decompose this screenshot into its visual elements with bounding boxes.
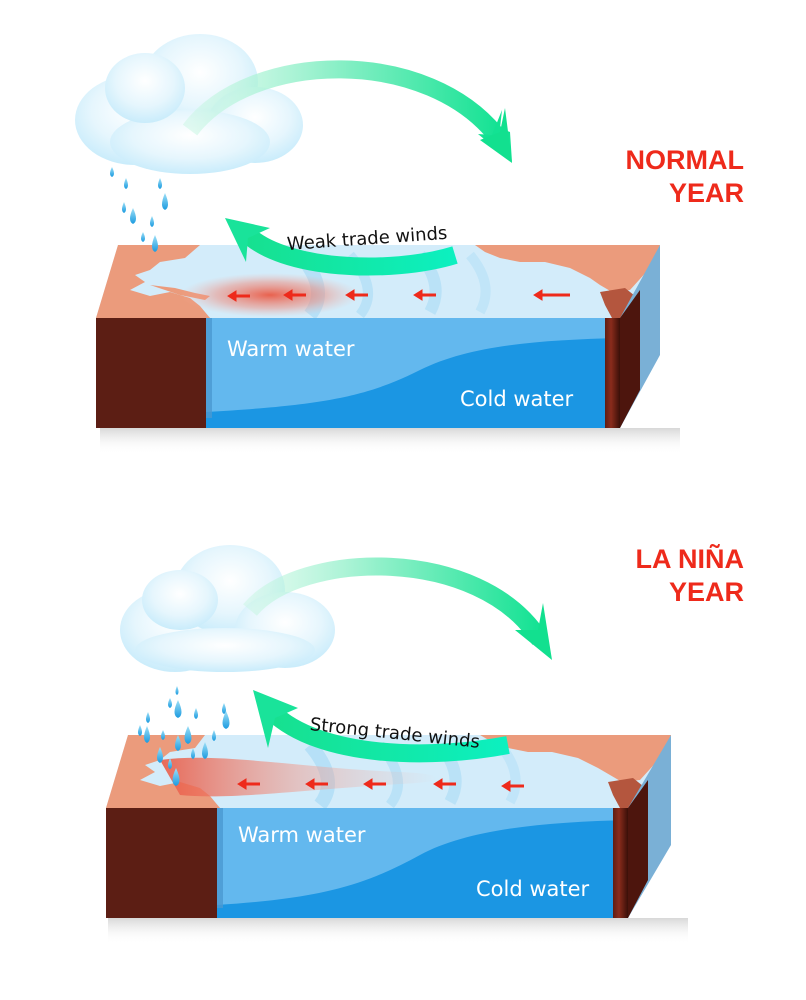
earth-west bbox=[106, 808, 217, 918]
arrow-head-fill bbox=[480, 108, 512, 163]
land-east bbox=[475, 245, 660, 292]
current-arrow-icon bbox=[237, 778, 260, 790]
title-line-1: NORMAL bbox=[625, 145, 744, 175]
panel-la-nina-year: LA NIÑA YEAR Strong trade winds Warm wat… bbox=[0, 490, 806, 1000]
current-arrow-icon bbox=[227, 290, 250, 302]
earth-east-side bbox=[620, 290, 640, 428]
upper-air-return-arrow bbox=[182, 60, 508, 146]
glass-edge bbox=[217, 808, 223, 908]
surface-current-arrows bbox=[227, 289, 570, 302]
panel-title: LA NIÑA YEAR bbox=[636, 543, 745, 609]
current-arrow-icon bbox=[533, 289, 570, 301]
trade-wind-arrow-head-icon bbox=[253, 690, 298, 748]
land-west bbox=[96, 245, 210, 318]
current-arrow-icon bbox=[501, 780, 524, 792]
title-line-2: YEAR bbox=[668, 178, 744, 208]
warm-water-label: Warm water bbox=[238, 823, 366, 847]
cold-water-label: Cold water bbox=[476, 877, 590, 901]
title-line-1: LA NIÑA bbox=[635, 544, 745, 574]
cloud-icon bbox=[75, 34, 303, 174]
la-nina-year-illustration bbox=[106, 545, 688, 944]
rain-drops bbox=[138, 686, 230, 786]
trade-wind-arrow bbox=[265, 705, 510, 763]
current-arrow-icon bbox=[345, 289, 368, 301]
warm-water-label: Warm water bbox=[227, 337, 355, 361]
warm-pool bbox=[160, 757, 438, 797]
trade-wind-arrow-head-icon bbox=[225, 218, 270, 262]
earth-east-side bbox=[628, 780, 648, 918]
current-arrow-icon bbox=[283, 289, 306, 301]
title-line-2: YEAR bbox=[668, 577, 744, 607]
arrow-head-icon bbox=[515, 603, 552, 660]
panel-title: NORMAL YEAR bbox=[626, 144, 744, 210]
earth-east bbox=[605, 318, 620, 428]
warm-water-layer bbox=[206, 318, 620, 412]
warm-pool bbox=[180, 273, 360, 317]
normal-year-illustration bbox=[75, 34, 680, 454]
glass-edge bbox=[206, 318, 212, 418]
upper-air-return-arrow bbox=[243, 557, 548, 646]
cloud-icon bbox=[120, 545, 335, 672]
earth-west bbox=[96, 318, 206, 428]
land-east bbox=[480, 735, 671, 782]
block-shadow bbox=[108, 918, 688, 944]
current-arrow-icon bbox=[305, 778, 328, 790]
block-shadow bbox=[100, 428, 680, 454]
current-arrow-icon bbox=[363, 778, 386, 790]
earth-east bbox=[613, 808, 628, 918]
current-arrow-icon bbox=[413, 289, 436, 301]
trade-wind-arrow bbox=[238, 225, 458, 276]
rain-drops bbox=[110, 167, 168, 252]
warm-water-layer bbox=[217, 808, 628, 905]
cold-water-label: Cold water bbox=[460, 387, 574, 411]
panel-normal-year: NORMAL YEAR Weak trade winds Warm water … bbox=[75, 34, 744, 454]
current-arrow-icon bbox=[433, 778, 456, 790]
surface-current-arrows bbox=[237, 778, 524, 792]
